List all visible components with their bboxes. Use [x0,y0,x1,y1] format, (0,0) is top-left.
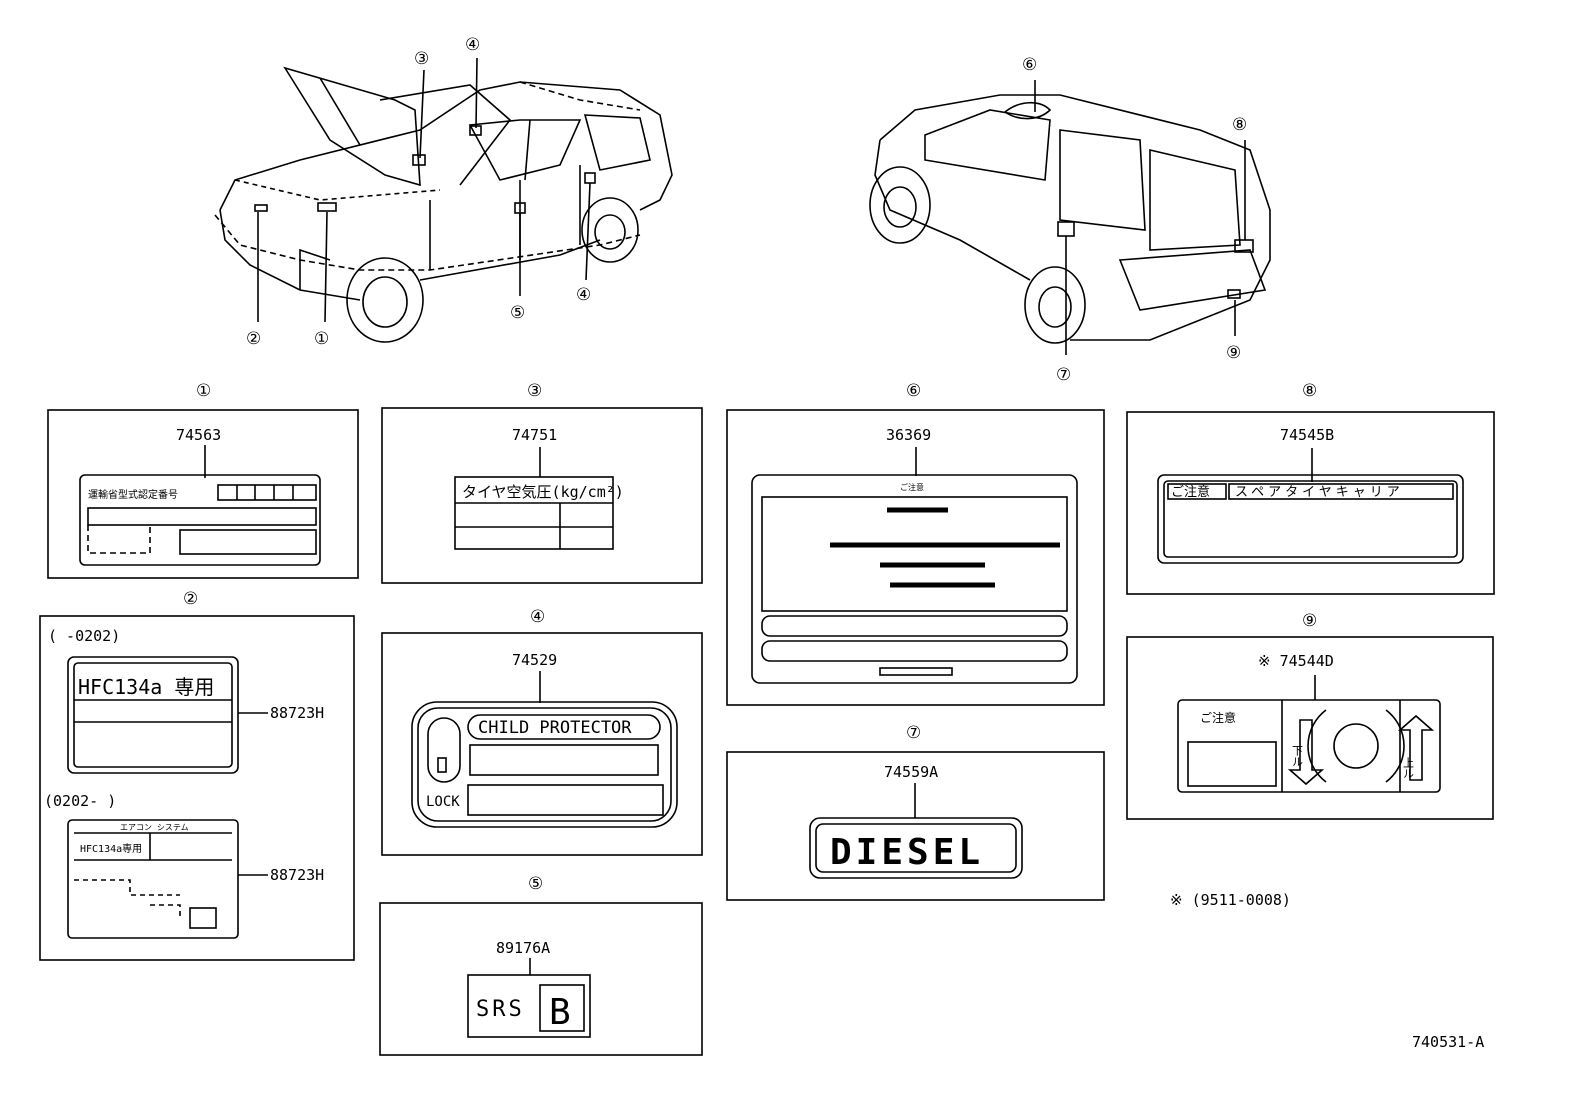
callout-marker: ⑥ [1022,55,1037,75]
footnote: ※ (9511-0008) [1170,891,1291,909]
p5-marker: ⑤ [528,874,543,894]
p6-part-number: 36369 [886,426,931,444]
p2-label-a: HFC134a 専用 [78,675,214,699]
p8-part-number: 74545B [1280,426,1334,444]
p2-marker: ② [183,589,198,609]
p9-marker: ⑨ [1302,611,1317,631]
callout-marker: ⑦ [1056,365,1071,385]
p5-part-number: 89176A [496,939,550,957]
callout-marker: ⑤ [510,303,525,323]
p7-label: DIESEL [830,832,984,873]
callout-marker: ③ [414,49,429,69]
p4-marker: ④ [530,607,545,627]
p9-up-label: 上ル [1402,757,1415,779]
p1-part-number: 74563 [176,426,221,444]
p3-label: タイヤ空気圧(kg/cm²) [462,483,624,501]
callout-marker: ⑨ [1226,343,1241,363]
p2-number-b: 88723H [270,866,324,884]
drawing-id: 740531-A [1412,1033,1484,1051]
p8-label-b: スペアタイヤキャリア [1235,485,1404,500]
p9-part-number: ※ 74544D [1258,652,1334,670]
p2-number-a: 88723H [270,704,324,722]
front-vehicle-illustration [214,57,673,343]
callout-marker: ④ [465,35,480,55]
p6-label: ご注意 [900,482,924,492]
callout-marker: ④ [576,285,591,305]
callout-marker: ② [246,329,261,349]
p7-marker: ⑦ [906,723,921,743]
p6-marker: ⑥ [906,381,921,401]
p2-label-b: HFC134a専用 [80,843,142,855]
p1-marker: ① [196,381,211,401]
p8-label-a: ご注意 [1171,484,1210,500]
p4-part-number: 74529 [512,651,557,669]
p7-part-number: 74559A [884,763,938,781]
p1-jp-text: 運輸省型式認定番号 [88,488,178,501]
callout-marker: ⑧ [1232,115,1247,135]
callout-marker: ① [314,329,329,349]
p3-marker: ③ [527,381,542,401]
p2-range-a: ( -0202) [48,627,120,645]
p5-letter: B [549,992,571,1033]
p4-label: CHILD PROTECTOR [478,718,632,738]
p9-label: ご注意 [1200,710,1236,725]
rear-vehicle-illustration [869,80,1271,355]
p9-down-label: 下ル [1291,745,1304,767]
p8-marker: ⑧ [1302,381,1317,401]
p2-label-b-title: エアコン システム [120,823,189,832]
p4-lock-label: LOCK [426,794,460,810]
p3-part-number: 74751 [512,426,557,444]
p2-range-b: (0202- ) [44,792,116,810]
p5-label: SRS [476,997,525,1022]
